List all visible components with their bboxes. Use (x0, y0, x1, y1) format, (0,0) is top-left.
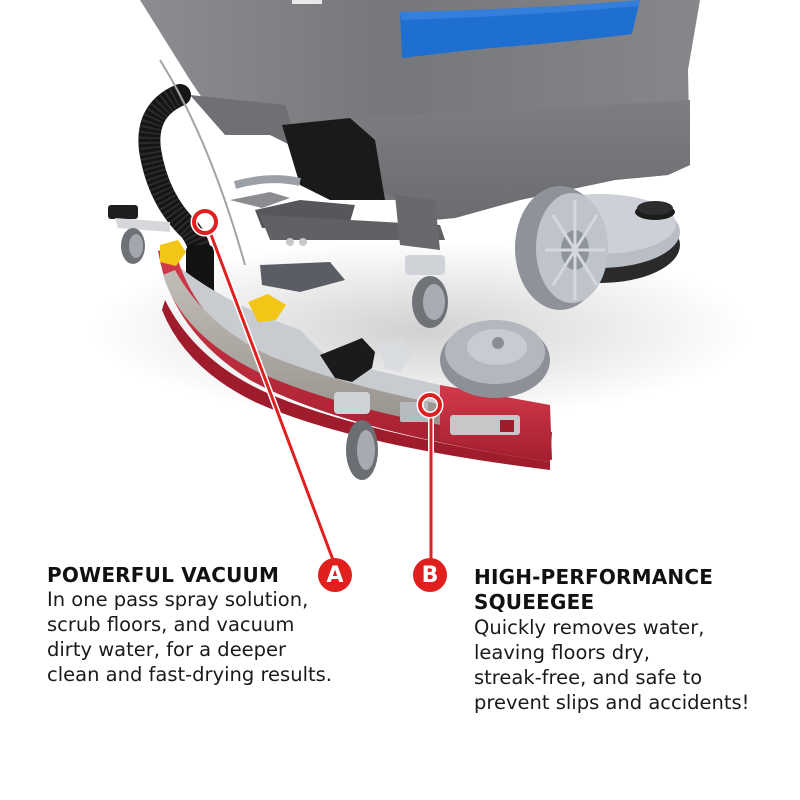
callout-badge-a: A (318, 558, 352, 592)
feature-high-performance-squeegee: HIGH-PERFORMANCE SQUEEGEE Quickly remove… (474, 565, 774, 715)
left-caster (108, 205, 170, 264)
feature-title: POWERFUL VACUUM (47, 563, 280, 587)
center-caster (405, 255, 448, 328)
callout-badge-b: B (413, 558, 447, 592)
floor-scrubber-illustration (90, 0, 750, 480)
feature-line: clean and fast-drying results. (47, 663, 332, 686)
feature-powerful-vacuum: POWERFUL VACUUM In one pass spray soluti… (47, 563, 347, 687)
feature-line: streak-free, and safe to (474, 666, 703, 689)
feature-line: Quickly removes water, (474, 616, 705, 639)
feature-title-line: HIGH-PERFORMANCE (474, 565, 714, 589)
feature-title-line: SQUEEGEE (474, 590, 595, 614)
feature-line: dirty water, for a deeper (47, 638, 287, 661)
feature-line: leaving floors dry, (474, 641, 650, 664)
feature-line: prevent slips and accidents! (474, 691, 750, 714)
feature-line: scrub floors, and vacuum (47, 613, 295, 636)
rear-wheel (515, 186, 608, 310)
feature-line: In one pass spray solution, (47, 588, 309, 611)
